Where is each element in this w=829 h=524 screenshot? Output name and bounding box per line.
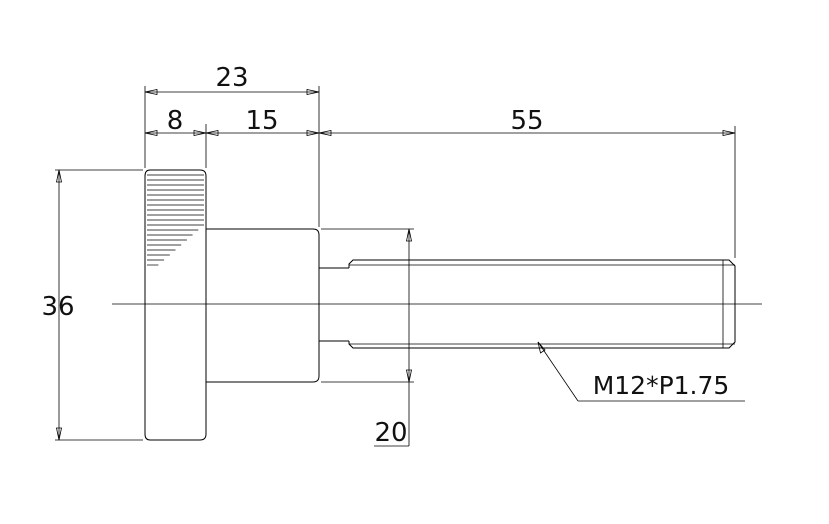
dimension-20: 20: [374, 228, 412, 448]
thread-callout: M12*P1.75: [537, 341, 745, 402]
dimension-55-label: 55: [510, 106, 543, 136]
thread-callout-label: M12*P1.75: [593, 371, 730, 400]
dimension-8: 8: [144, 106, 207, 136]
shoulder: [206, 228, 320, 383]
dimension-36: 36: [41, 169, 75, 441]
dimension-20-label: 20: [374, 418, 407, 448]
dimension-15: 15: [205, 106, 320, 136]
dimension-8-label: 8: [167, 106, 184, 136]
dimension-55: 55: [318, 106, 736, 136]
dimension-15-label: 15: [245, 106, 278, 136]
extension-lines: [55, 86, 736, 441]
dimension-23-label: 23: [215, 63, 248, 93]
knurled-head: [144, 169, 207, 441]
knurl-hatching: [147, 174, 204, 266]
neck: [319, 267, 349, 342]
dimension-36-label: 36: [41, 292, 74, 322]
dimension-23: 23: [144, 63, 320, 95]
threaded-shaft: [348, 259, 736, 349]
